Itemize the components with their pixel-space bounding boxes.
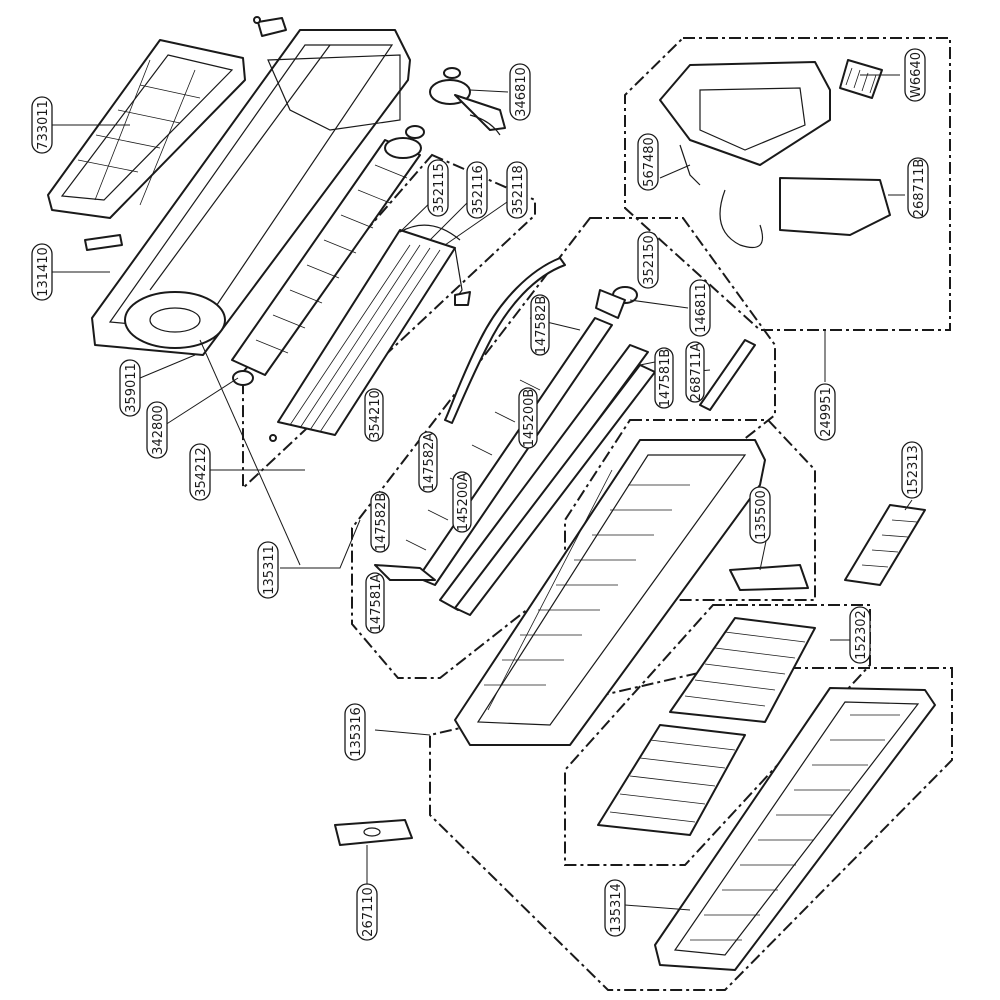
electrical-box-group-border [624,37,951,331]
tag-352115-label: 352115 [432,163,447,213]
tag-131410-label: 131410 [36,247,51,297]
step-motor [595,286,638,319]
front-panel [654,687,936,971]
tag-W6640-label: W6640 [909,52,924,98]
tag-147582A-label: 147582A [422,433,437,492]
tag-145200B-label: 145200B [522,389,537,448]
tag-135316: 135316 [344,703,366,761]
tag-342800-label: 342800 [151,405,166,455]
tag-135500-label: 135500 [754,490,769,540]
tag-268711A-label: 268711A [689,343,704,402]
tag-267110: 267110 [356,883,378,941]
tag-567480-label: 567480 [642,137,657,187]
tag-147581B: 147581B [654,347,674,409]
tag-359011: 359011 [119,359,141,417]
air-filter-right [669,617,816,723]
tag-146811-label: 146811 [694,283,709,333]
tag-147581B-label: 147581B [658,349,673,408]
tag-346810: 346810 [509,63,531,121]
front-grille [454,439,766,746]
tag-145200A: 145200A [452,471,472,533]
tag-152302: 152302 [849,606,871,664]
tag-342800: 342800 [146,401,168,459]
tag-733011: 733011 [31,96,53,154]
tag-249951-label: 249951 [819,387,834,437]
pipe-clip [84,234,123,251]
terminal-cover [729,564,809,591]
display-pcb [699,339,756,411]
cross-flow-fan [231,137,422,376]
top-clip [253,16,287,37]
tag-145200A-label: 145200A [456,473,471,532]
tag-147582B-lower: 147582B [370,491,390,553]
tag-354212-label: 354212 [194,447,209,497]
air-filter-left [597,724,746,836]
tag-352118-label: 352118 [511,165,526,215]
tag-152302-label: 152302 [854,610,869,660]
tag-147581A-label: 147581A [369,574,384,633]
tag-249951: 249951 [814,383,836,441]
evaporator-coil [277,224,463,436]
tag-152313-label: 152313 [906,445,921,495]
tag-147582B-upper: 147582B [530,294,550,356]
tag-131410: 131410 [31,243,53,301]
fan-bearing [232,370,254,386]
tag-352150: 352150 [637,231,659,289]
control-box [659,59,891,249]
tag-147581A: 147581A [365,572,385,634]
tag-354212: 354212 [189,443,211,501]
tag-352118: 352118 [506,161,528,219]
drain-hose [444,257,566,424]
tag-352116: 352116 [466,161,488,219]
tag-268711B-label: 268711B [912,159,927,218]
filter-group-border [564,604,871,866]
plasma-filter [844,504,926,586]
vane-motor-group-border [351,217,776,679]
fan-motor [405,67,506,139]
tag-135316-label: 135316 [349,707,364,757]
tag-268711A: 268711A [685,341,705,403]
tag-135311-label: 135311 [262,545,277,595]
tag-267110-label: 267110 [361,887,376,937]
tag-W6640: W6640 [904,48,926,102]
tag-135311: 135311 [257,541,279,599]
tag-359011-label: 359011 [124,363,139,413]
tag-352150-label: 352150 [642,235,657,285]
tag-346810-label: 346810 [514,67,529,117]
tag-146811: 146811 [689,279,711,337]
tag-152313: 152313 [901,441,923,499]
tag-135314-label: 135314 [609,883,624,933]
tag-354210-label: 354210 [368,390,383,440]
tag-733011-label: 733011 [36,100,51,150]
tag-354210: 354210 [364,388,384,442]
tag-147582A: 147582A [418,431,438,493]
tag-135314: 135314 [604,879,626,937]
tag-268711B: 268711B [907,157,929,219]
mounting-plate [47,39,246,219]
tag-145200B: 145200B [518,387,538,449]
tag-147582B-lower-label: 147582B [374,493,389,552]
front-panel-group-border [429,667,953,991]
tag-567480: 567480 [637,133,659,191]
screw [269,434,277,442]
chassis [91,29,411,356]
tag-147582B-upper-label: 147582B [534,296,549,355]
tag-352116-label: 352116 [471,165,486,215]
tag-352115: 352115 [427,159,449,217]
remote-control [334,819,413,846]
evaporator-bracket [454,291,471,306]
front-grille-group-border [564,419,816,601]
tag-135500: 135500 [749,486,771,544]
